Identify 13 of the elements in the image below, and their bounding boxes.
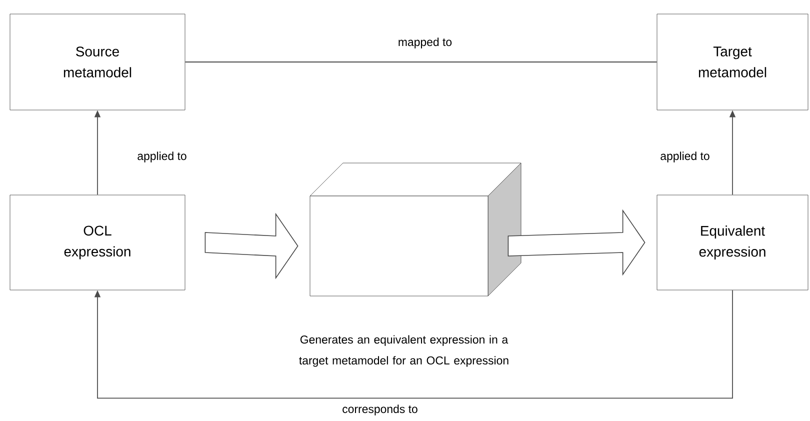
text-box: OCL expression [10,194,186,290]
cube-drawing [310,162,522,296]
caption-text: Generates an equivalent expression in a target metamodel for an OCL expression [299,335,508,367]
block-arrow [204,212,298,280]
arrow [94,290,733,399]
edge-label: corresponds to [341,404,419,416]
text-box: Equivalent expression [656,194,808,290]
edge-label: applied to [659,150,711,164]
edge-label: mapped to [396,36,454,50]
block-arrow [508,209,646,276]
edge-label: applied to [136,150,188,164]
text-box: Source metamodel [10,14,186,110]
text-box: Target metamodel [656,14,808,110]
